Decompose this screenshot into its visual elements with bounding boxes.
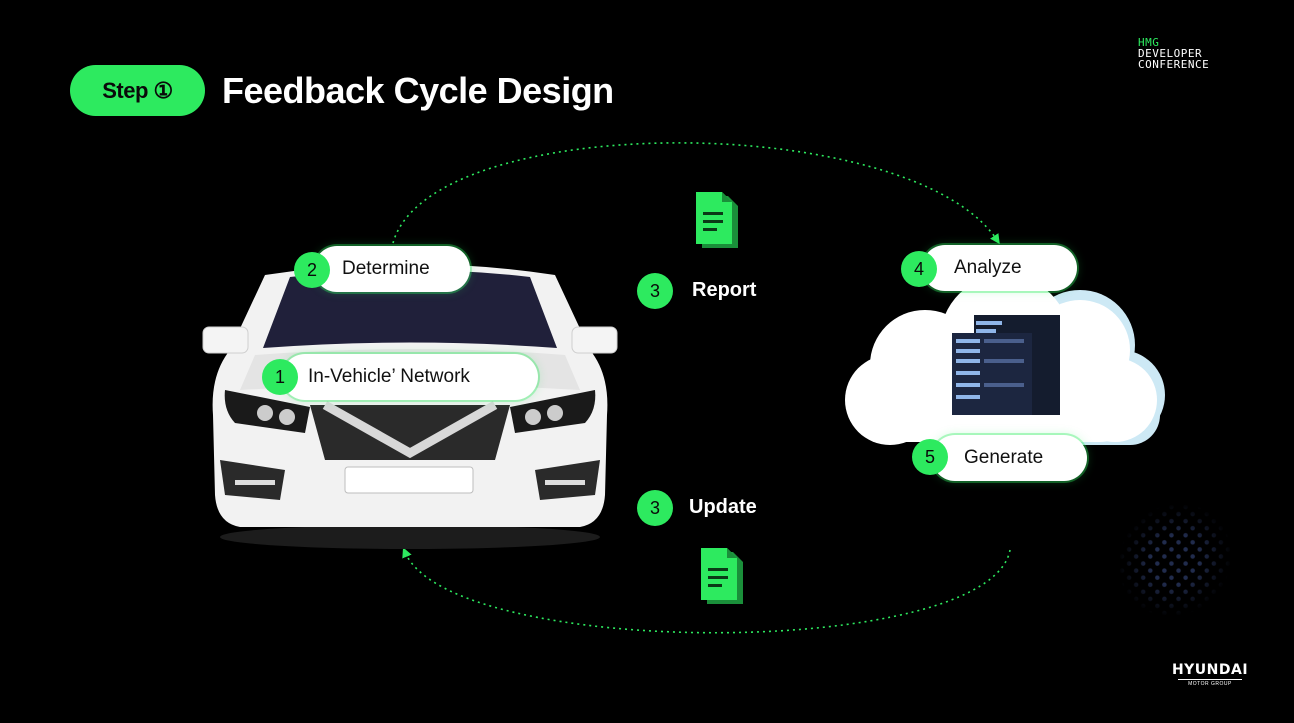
generate-step-number: 5	[912, 439, 948, 475]
report-document-icon	[696, 192, 738, 248]
determine-pill: Determine	[314, 246, 470, 292]
determine-step-number: 2	[294, 252, 330, 288]
analyze-step-number: 4	[901, 251, 937, 287]
generate-pill: Generate	[932, 435, 1087, 481]
in-vehicle-network-step-number: 1	[262, 359, 298, 395]
update-label: Update	[689, 496, 757, 518]
report-label: Report	[692, 279, 757, 301]
update-document-icon	[701, 548, 743, 604]
conference-logo-line1: HMG	[1138, 36, 1160, 49]
hyundai-logo-sub: MOTOR GROUP	[1178, 679, 1242, 687]
page-title: Feedback Cycle Design	[222, 70, 614, 111]
server-rack-icon	[952, 315, 1060, 415]
report-step-number: 3	[637, 273, 673, 309]
analyze-pill: Analyze	[922, 245, 1077, 291]
conference-logo-line2: DEVELOPER	[1138, 47, 1203, 60]
update-step-number: 3	[637, 490, 673, 526]
hyundai-logo-name: HYUNDAI	[1171, 662, 1249, 678]
car-illustration	[202, 264, 618, 549]
in-vehicle-network-label: In-Vehicle’ Network	[308, 366, 470, 387]
update-arc	[402, 547, 1011, 634]
in-vehicle-network-pill: In-Vehicle’ Network	[282, 354, 538, 400]
generate-label: Generate	[964, 447, 1044, 468]
step-badge: Step ①	[70, 65, 205, 116]
hyundai-logo: HYUNDAI MOTOR GROUP	[1170, 662, 1250, 687]
step-label: Step ①	[102, 77, 173, 103]
determine-label: Determine	[342, 258, 430, 279]
analyze-label: Analyze	[954, 257, 1022, 278]
conference-logo: HMG DEVELOPER CONFERENCE	[1138, 37, 1248, 70]
conference-logo-line3: CONFERENCE	[1138, 58, 1210, 71]
